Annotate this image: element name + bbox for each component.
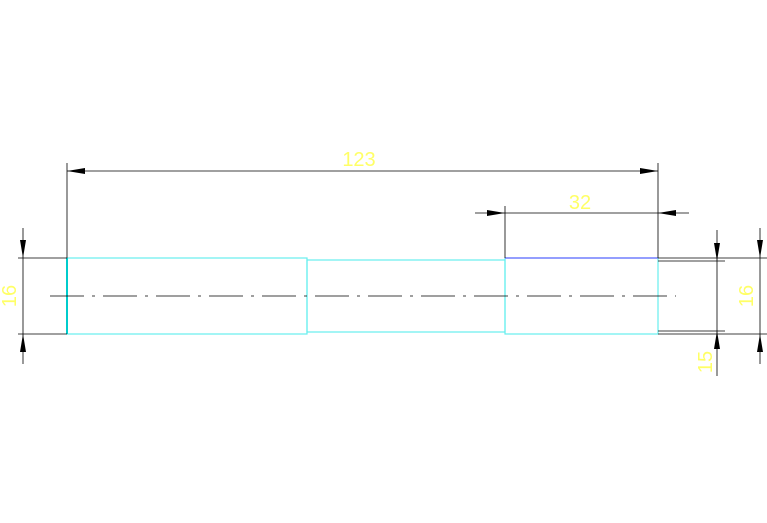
- arrowhead-left-diameter-top: [20, 240, 26, 258]
- arrowhead-small-bottom: [714, 331, 720, 349]
- arrowhead-overall-right: [640, 168, 658, 174]
- dimension-text-overall: 123: [342, 149, 375, 171]
- arrowhead-small-top: [714, 243, 720, 261]
- dimension-text-small: 15: [695, 351, 717, 373]
- arrowhead-step-left: [487, 210, 505, 216]
- arrowhead-right-diameter-top: [757, 240, 763, 258]
- extension-lines: [18, 163, 767, 335]
- dimension-text-left-diameter: 16: [0, 285, 21, 307]
- dimension-small: 15: [695, 230, 720, 376]
- dimension-step-length: 32: [475, 192, 689, 216]
- dimension-right-diameter: 16: [736, 228, 763, 364]
- dimension-overall-length: 123: [67, 149, 658, 174]
- arrowhead-right-diameter-bottom: [757, 334, 763, 352]
- dimension-text-right-diameter: 16: [736, 285, 758, 307]
- dimension-left-diameter: 16: [0, 228, 26, 364]
- arrowhead-step-right: [658, 210, 676, 216]
- dimension-text-step: 32: [569, 192, 591, 214]
- arrowhead-left-diameter-bottom: [20, 334, 26, 352]
- arrowhead-overall-left: [67, 168, 85, 174]
